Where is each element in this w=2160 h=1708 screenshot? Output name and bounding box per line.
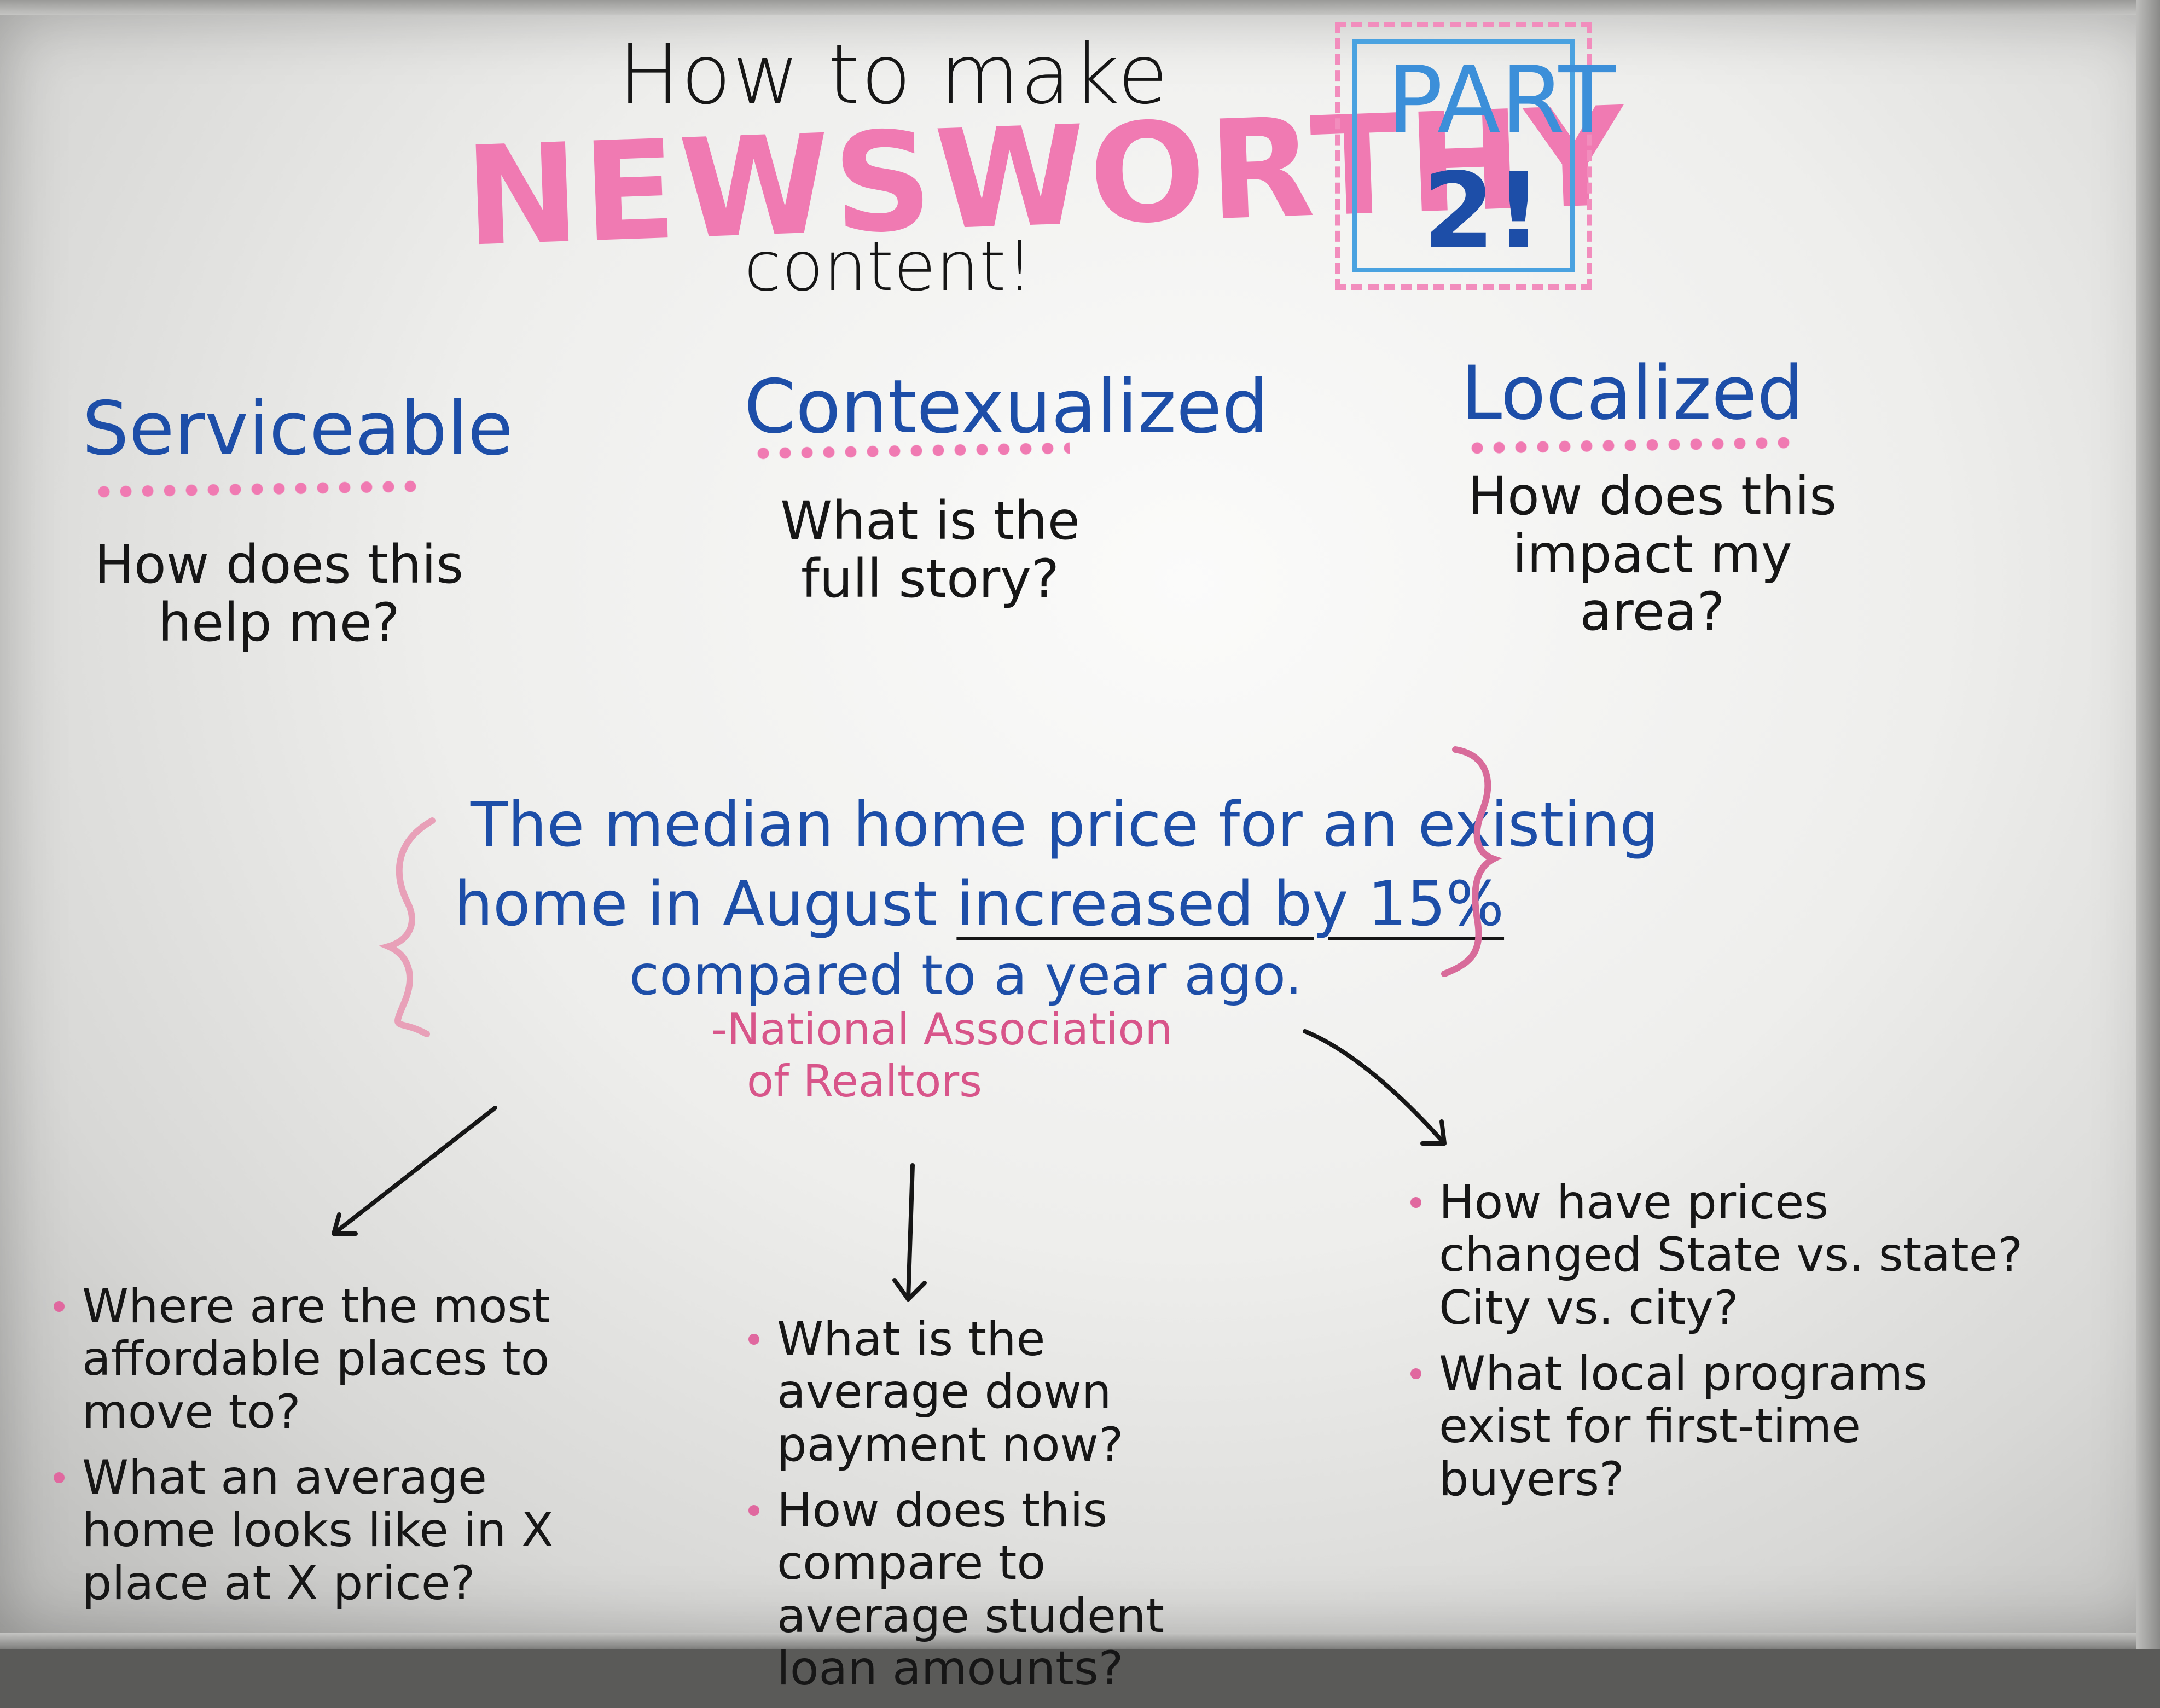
right-brace bbox=[1441, 746, 1502, 977]
bullet-item: How does this compare to average student… bbox=[744, 1484, 1236, 1695]
category-localized-question: How does this impact my area? bbox=[1467, 466, 1837, 643]
title-how-to-make: How to make bbox=[618, 27, 1170, 123]
quote-line-1: The median home price for an existing bbox=[471, 789, 1659, 861]
bullet-dot bbox=[54, 1301, 65, 1312]
part-number: 2! bbox=[1422, 150, 1542, 271]
category-contexualized-question: What is the full story? bbox=[780, 490, 1080, 609]
bullet-item: What local programs exist for first-time… bbox=[1406, 1347, 2030, 1506]
category-serviceable-title: Serviceable bbox=[82, 386, 513, 472]
bullet-text: How have prices changed State vs. state?… bbox=[1439, 1175, 2023, 1335]
arrow-middle bbox=[892, 1163, 927, 1302]
left-brace bbox=[379, 817, 436, 1037]
whiteboard-frame-bottom bbox=[0, 1633, 2160, 1649]
category-contexualized-title: Contexualized bbox=[744, 364, 1269, 450]
bullet-dot bbox=[748, 1504, 759, 1516]
category-serviceable-question: How does this help me? bbox=[94, 534, 464, 653]
quote-highlight: increased by 15% bbox=[956, 869, 1505, 940]
arrow-right bbox=[1303, 1029, 1447, 1146]
quote-line-3: compared to a year ago. bbox=[629, 943, 1303, 1007]
bullet-text: What local programs exist for first-time… bbox=[1439, 1346, 1927, 1507]
bullet-dot bbox=[1410, 1197, 1421, 1208]
whiteboard-frame-right bbox=[2136, 0, 2160, 1649]
part-box bbox=[1335, 22, 1592, 290]
bullet-item: How have prices changed State vs. state?… bbox=[1406, 1176, 2030, 1334]
bullet-dot bbox=[54, 1472, 65, 1483]
whiteboard bbox=[0, 15, 2160, 1635]
quote-source-line-1: -National Association bbox=[711, 1004, 1173, 1055]
quote-line-2a: home in August bbox=[454, 869, 957, 940]
bullets-right: How have prices changed State vs. state?… bbox=[1406, 1176, 2030, 1519]
quote-line-2: home in August increased by 15% bbox=[454, 872, 1504, 937]
bullet-text: Where are the most affordable places to … bbox=[82, 1279, 550, 1439]
bullet-text: How does this compare to average student… bbox=[777, 1483, 1165, 1696]
bullets-left: Where are the most affordable places to … bbox=[49, 1280, 574, 1623]
arrow-left bbox=[332, 1106, 497, 1236]
category-localized-title: Localized bbox=[1461, 350, 1804, 436]
bullet-item: What is the average down payment now? bbox=[744, 1313, 1236, 1471]
bullet-dot bbox=[748, 1334, 759, 1345]
whiteboard-frame-top bbox=[0, 0, 2160, 16]
bullet-item: Where are the most affordable places to … bbox=[49, 1280, 574, 1438]
bullet-item: What an average home looks like in X pla… bbox=[49, 1451, 574, 1610]
title-content: content! bbox=[744, 227, 1033, 306]
bullet-dot bbox=[1410, 1368, 1421, 1379]
part-label: PART bbox=[1387, 47, 1616, 155]
quote-source-line-2: of Realtors bbox=[747, 1056, 982, 1107]
bullet-text: What an average home looks like in X pla… bbox=[82, 1450, 554, 1611]
bullets-middle: What is the average down payment now? Ho… bbox=[744, 1313, 1236, 1708]
bullet-text: What is the average down payment now? bbox=[777, 1312, 1124, 1472]
drawing-overlay bbox=[332, 746, 1502, 1302]
